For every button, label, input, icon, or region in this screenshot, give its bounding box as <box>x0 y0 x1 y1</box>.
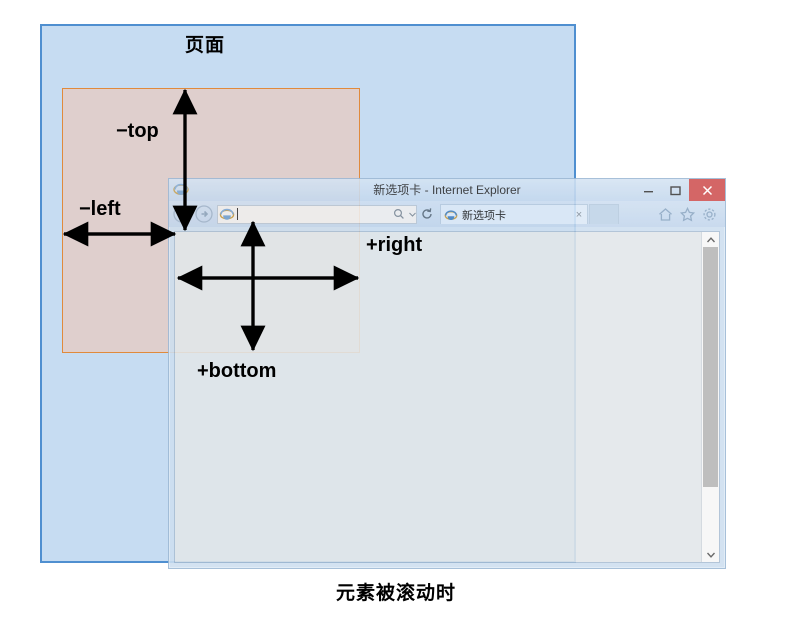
ie-page-canvas <box>175 232 701 562</box>
forward-arrow-icon[interactable] <box>193 203 215 225</box>
ie-logo-icon <box>444 208 458 222</box>
dropdown-caret-icon[interactable] <box>408 211 416 218</box>
home-icon[interactable] <box>656 205 674 223</box>
annotation-left: −left <box>79 198 121 220</box>
annotation-bottom: +bottom <box>197 360 277 382</box>
ie-command-icons[interactable] <box>656 205 723 223</box>
scroll-up-arrow-icon[interactable] <box>702 232 719 247</box>
new-tab-button[interactable] <box>589 204 619 224</box>
favorites-star-icon[interactable] <box>678 205 696 223</box>
ie-title-bar[interactable]: 新选项卡 - Internet Explorer <box>169 179 725 201</box>
scrollbar-thumb[interactable] <box>703 247 718 487</box>
diagram-caption: 元素被滚动时 <box>335 583 456 604</box>
browser-tab[interactable]: 新选项卡 × <box>440 204 588 224</box>
tab-close-icon[interactable]: × <box>575 208 583 221</box>
ie-window-controls[interactable] <box>635 179 725 201</box>
ie-window-title: 新选项卡 - Internet Explorer <box>373 183 521 197</box>
ie-logo-icon <box>219 206 235 222</box>
address-bar[interactable] <box>217 204 417 224</box>
vertical-scrollbar[interactable] <box>701 232 719 562</box>
close-button[interactable] <box>689 179 725 201</box>
page-box-label: 页面 <box>184 35 225 56</box>
ie-navigation-toolbar[interactable]: 新选项卡 × <box>169 201 725 227</box>
back-arrow-icon[interactable] <box>171 203 193 225</box>
ie-content-area <box>174 231 720 563</box>
maximize-button[interactable] <box>662 179 689 201</box>
address-text-cursor <box>237 208 238 220</box>
annotation-top: −top <box>116 120 159 142</box>
annotation-right: +right <box>366 234 423 256</box>
minimize-button[interactable] <box>635 179 662 201</box>
ie-logo-icon <box>173 181 191 199</box>
scrollbar-track[interactable] <box>702 247 719 547</box>
search-icon[interactable] <box>390 208 408 220</box>
browser-tab-label: 新选项卡 <box>462 209 506 222</box>
scroll-down-arrow-icon[interactable] <box>702 547 719 562</box>
refresh-icon[interactable] <box>417 203 437 225</box>
tools-gear-icon[interactable] <box>700 205 718 223</box>
